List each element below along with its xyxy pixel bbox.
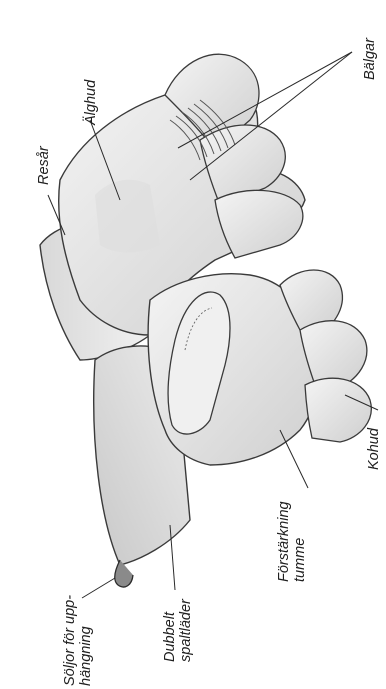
label-alghud: Älghud <box>83 80 99 125</box>
label-soljor-line2: hängning <box>78 595 94 686</box>
label-forstarkning-tumme: Förstärkning tumme <box>276 501 308 582</box>
label-soljor-line1: Söljor för upp- <box>62 595 78 686</box>
label-dubbelt-line2: spaltläder <box>178 599 194 662</box>
label-soljor-upphangning: Söljor för upp- hängning <box>62 595 94 686</box>
lower-glove-finger-3 <box>305 378 371 442</box>
label-resar: Resår <box>36 146 52 185</box>
label-dubbelt-line1: Dubbelt <box>162 599 178 662</box>
label-balgar: Bälgar <box>362 38 378 80</box>
label-kohud: Kohud <box>366 428 382 470</box>
label-forstarkning-line1: Förstärkning <box>276 501 292 582</box>
upper-glove-shade <box>95 180 160 253</box>
label-forstarkning-line2: tumme <box>292 501 308 582</box>
label-dubbelt-spaltlader: Dubbelt spaltläder <box>162 599 194 662</box>
